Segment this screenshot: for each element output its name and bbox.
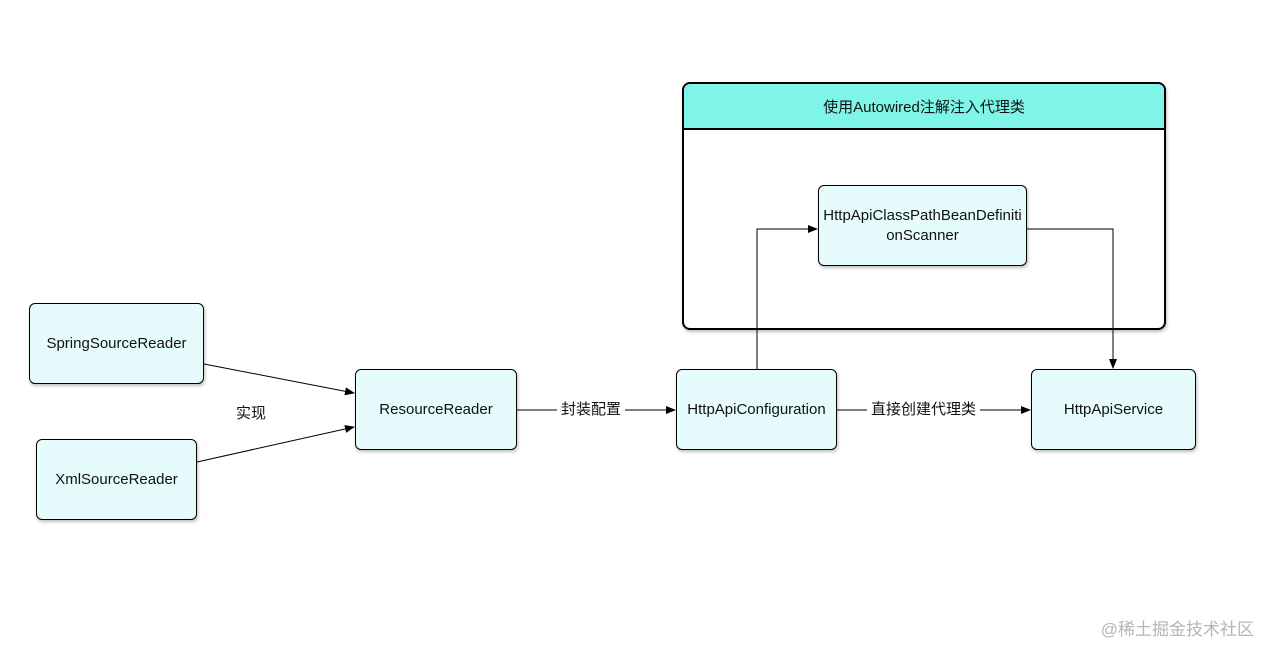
scanner-node: HttpApiClassPathBeanDefinitionScanner: [818, 185, 1027, 266]
implements-label: 实现: [236, 405, 267, 422]
http-api-configuration-label: HttpApiConfiguration: [687, 400, 826, 418]
http-api-configuration-node: HttpApiConfiguration: [676, 369, 837, 450]
watermark: @稀土掘金技术社区: [1100, 620, 1254, 639]
xml-source-reader-node: XmlSourceReader: [36, 439, 197, 520]
xml-source-reader-label: XmlSourceReader: [55, 470, 178, 488]
group-title: 使用Autowired注解注入代理类: [823, 98, 1025, 116]
edge-xml-to-resource: [196, 425, 355, 463]
edge-spring-to-resource: [203, 363, 355, 396]
spring-source-reader-label: SpringSourceReader: [46, 334, 187, 352]
http-api-service-node: HttpApiService: [1031, 369, 1196, 450]
autowired-group-container: 使用Autowired注解注入代理类: [682, 82, 1166, 330]
spring-source-reader-node: SpringSourceReader: [29, 303, 204, 384]
http-api-service-label: HttpApiService: [1063, 400, 1164, 418]
edge-config-to-scanner: [756, 225, 818, 369]
group-header: 使用Autowired注解注入代理类: [684, 84, 1164, 130]
scanner-label: HttpApiClassPathBeanDefinitionScanner: [823, 206, 1022, 244]
wrap-config-label: 封装配置: [557, 400, 626, 420]
create-proxy-label: 直接创建代理类: [867, 400, 981, 420]
resource-reader-label: ResourceReader: [379, 400, 493, 418]
edge-scanner-to-service: [1027, 228, 1117, 369]
resource-reader-node: ResourceReader: [355, 369, 517, 450]
